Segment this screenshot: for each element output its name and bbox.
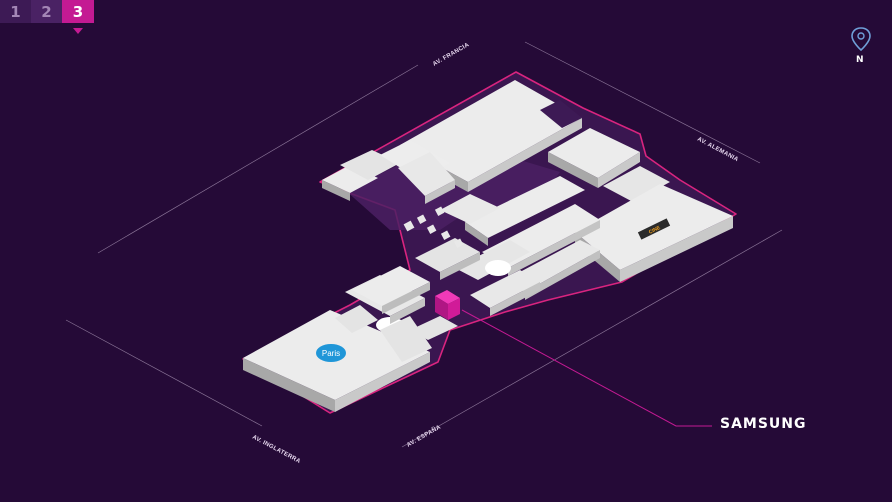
paris-logo-label: Paris: [322, 349, 340, 358]
street-line-espana: [401, 229, 783, 448]
street-label-inglaterra: AV. INGLATERRA: [251, 434, 302, 465]
cinema-logo-label: CINE: [648, 225, 662, 236]
street-line-francia: [97, 64, 419, 254]
building-anchor-west: Paris: [243, 275, 432, 412]
floor-selector: 1 2 3: [0, 0, 94, 23]
floor-tab-1[interactable]: 1: [0, 0, 31, 23]
active-floor-caret-icon: [73, 28, 83, 34]
samsung-store-highlight[interactable]: [435, 290, 460, 320]
street-label-alemania: AV. ALEMANIA: [696, 136, 740, 163]
samsung-callout-line: [461, 309, 712, 427]
cinema-logo-icon: [637, 218, 671, 240]
street-label-francia: AV. FRANCIA: [432, 42, 471, 68]
building-central-shops: [415, 176, 600, 316]
floor-tab-2[interactable]: 2: [31, 0, 62, 23]
street-line-inglaterra: [65, 319, 263, 427]
courtyard: [345, 160, 560, 230]
building-west-corridor: [352, 266, 458, 340]
street-label-espana: AV. ESPAÑA: [406, 423, 443, 448]
north-pin-icon: [851, 27, 871, 52]
store-callout-label[interactable]: SAMSUNG: [720, 416, 807, 432]
street-line-alemania: [524, 41, 761, 164]
building-west-shops: [322, 140, 455, 204]
atrium-north: [485, 260, 511, 276]
compass-north-label: N: [856, 55, 864, 65]
street-lines: [65, 41, 783, 448]
building-northeast: [548, 128, 670, 202]
kiosks: [403, 202, 464, 248]
paris-logo-icon: [316, 344, 346, 362]
floor-tab-3[interactable]: 3: [62, 0, 94, 23]
